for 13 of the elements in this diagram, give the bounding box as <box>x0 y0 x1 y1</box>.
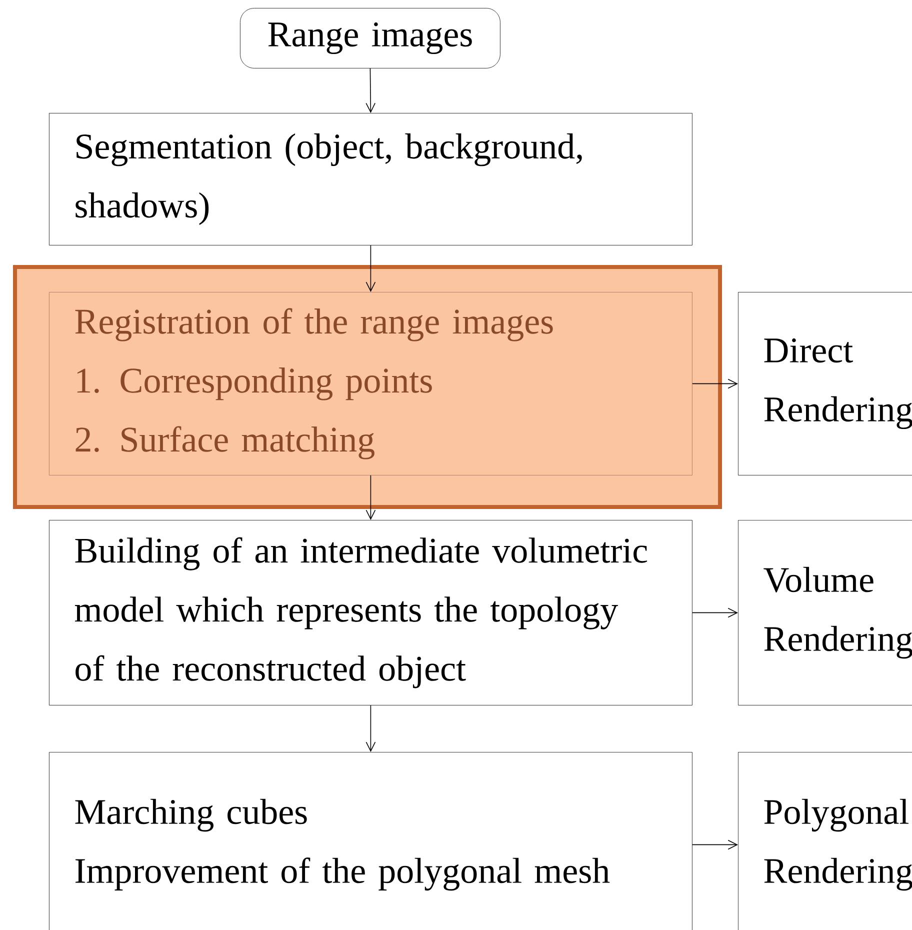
arrow <box>366 475 376 520</box>
arrow <box>366 705 376 752</box>
process-box: Marching cubes Improvement of the polygonal mesh <box>49 752 692 930</box>
arrow <box>366 68 376 113</box>
process-box: Registration of the range images 1. Corresponding points 2. Surface matching <box>49 292 692 476</box>
arrow <box>366 245 376 292</box>
highlight-frame <box>13 265 722 509</box>
process-box: Segmentation (object, background, shadows) <box>49 113 692 246</box>
rounded-box: Range images <box>240 8 500 68</box>
arrow <box>692 840 738 850</box>
arrow <box>692 608 738 618</box>
process-box: Building of an intermediate volumetric model which represents the topology of the reconstructed object <box>49 520 692 706</box>
arrow <box>692 378 738 389</box>
